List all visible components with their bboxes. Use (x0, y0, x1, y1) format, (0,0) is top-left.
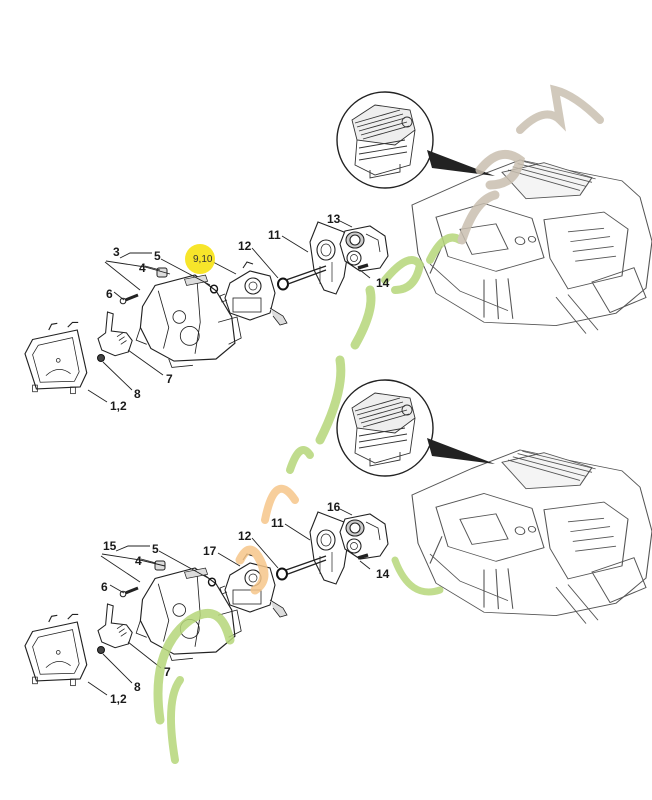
callout-3: 3 (113, 245, 120, 259)
lower-panel (24, 379, 652, 696)
callout-5: 5 (152, 542, 159, 556)
callout-14: 14 (376, 276, 390, 290)
callout-6: 6 (106, 287, 113, 301)
callout-7: 7 (166, 372, 173, 386)
callout-9-10: 9,10 (193, 254, 213, 265)
callout-17: 17 (203, 544, 217, 558)
callout-12: 12 (238, 529, 252, 543)
callout-11: 11 (271, 516, 284, 530)
callout-14: 14 (376, 567, 390, 581)
highlight-marker (185, 244, 215, 274)
callout-11: 11 (268, 228, 281, 242)
callout-8: 8 (134, 680, 141, 694)
callout-13: 13 (327, 212, 341, 226)
callout-7: 7 (164, 665, 171, 679)
callout-6: 6 (101, 580, 108, 594)
callout-1-2: 1,2 (110, 399, 127, 413)
callout-12: 12 (238, 239, 252, 253)
callout-15: 15 (103, 539, 117, 553)
callout-5: 5 (154, 249, 161, 263)
callout-16: 16 (327, 500, 341, 514)
callout-1-2: 1,2 (110, 692, 127, 706)
callout-4: 4 (135, 554, 142, 568)
callout-8: 8 (134, 387, 141, 401)
watermark (153, 84, 604, 764)
callout-4: 4 (139, 261, 146, 275)
